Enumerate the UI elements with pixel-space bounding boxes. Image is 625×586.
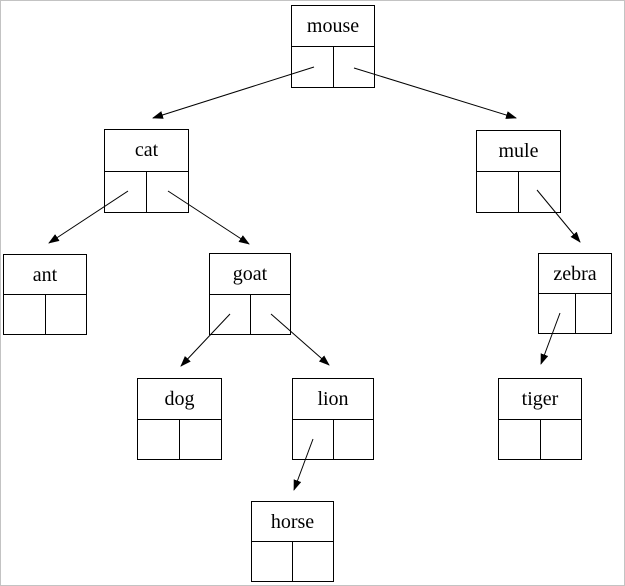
edge-mouse-left-cat	[152, 66, 315, 119]
pointer-row	[499, 419, 582, 460]
edge-mouse-right-mule	[353, 67, 517, 119]
left-pointer-cell	[539, 294, 576, 333]
node-label-mouse: mouse	[292, 6, 374, 47]
pointer-row	[539, 294, 611, 333]
left-pointer-cell	[252, 542, 293, 581]
tree-node-mouse: mouse	[291, 5, 375, 88]
left-pointer-cell	[477, 172, 519, 212]
tree-node-zebra: zebra	[538, 253, 612, 334]
tree-node-cat: cat	[104, 129, 189, 213]
right-pointer-cell	[334, 420, 374, 460]
tree-node-ant: ant	[3, 254, 87, 335]
pointer-row	[138, 419, 221, 460]
right-pointer-cell	[180, 420, 221, 460]
pointer-row	[477, 172, 560, 212]
right-pointer-cell	[46, 295, 87, 334]
node-label-horse: horse	[252, 502, 333, 542]
pointer-row	[210, 294, 291, 335]
right-pointer-cell	[251, 295, 291, 335]
left-pointer-cell	[292, 47, 334, 87]
tree-node-horse: horse	[251, 501, 334, 582]
pointer-row	[293, 419, 374, 460]
left-pointer-cell	[499, 419, 541, 459]
right-pointer-cell	[541, 420, 582, 460]
node-label-cat: cat	[105, 130, 188, 172]
tree-node-lion: lion	[292, 378, 374, 460]
left-pointer-cell	[105, 171, 147, 212]
right-pointer-cell	[147, 172, 188, 213]
pointer-row	[292, 47, 374, 87]
tree-node-mule: mule	[476, 130, 561, 213]
tree-node-dog: dog	[137, 378, 222, 460]
pointer-row	[252, 542, 333, 581]
node-label-mule: mule	[477, 131, 560, 172]
pointer-row	[4, 295, 86, 334]
node-label-ant: ant	[4, 255, 86, 295]
node-label-tiger: tiger	[499, 379, 581, 420]
node-label-lion: lion	[293, 379, 373, 420]
right-pointer-cell	[576, 294, 612, 333]
pointer-row	[105, 171, 188, 213]
node-label-dog: dog	[138, 379, 221, 420]
node-label-goat: goat	[210, 254, 290, 295]
left-pointer-cell	[293, 419, 334, 459]
right-pointer-cell	[334, 47, 375, 87]
left-pointer-cell	[4, 295, 46, 334]
node-label-zebra: zebra	[539, 254, 611, 294]
left-pointer-cell	[138, 419, 180, 459]
left-pointer-cell	[210, 294, 251, 334]
tree-node-goat: goat	[209, 253, 291, 335]
right-pointer-cell	[519, 172, 560, 212]
tree-node-tiger: tiger	[498, 378, 582, 460]
right-pointer-cell	[293, 542, 333, 581]
